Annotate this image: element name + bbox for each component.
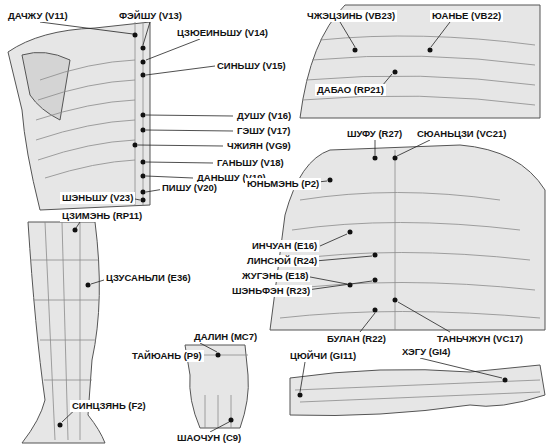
point-label: ДАЧЖУ (V11) (6, 10, 70, 22)
point-label: ЮАНЬЕ (VB22) (430, 10, 503, 22)
point-label: ЧЖИЯН (VG9) (225, 140, 293, 152)
point-label: ДУШУ (V16) (235, 110, 293, 122)
point-label: ЖУГЭНЬ (E18) (240, 270, 310, 282)
point-label: ДАБАО (RP21) (315, 84, 386, 96)
point-label: ГЭШУ (V17) (235, 125, 292, 137)
point-label: ЦЗЮЕИНЬШУ (V14) (175, 27, 270, 39)
point-label: СИНЬШУ (V15) (215, 60, 288, 72)
point-label: ДАЛИН (MC7) (192, 331, 259, 343)
point-label: СИНЦЗЯНЬ (F2) (70, 400, 148, 412)
point-label: БУЛАН (R22) (325, 333, 388, 345)
point-label: ШЭНЬШУ (V23) (60, 192, 135, 204)
point-label: ЧЖЭЦЗИНЬ (VB23) (305, 10, 397, 22)
point-label: ГАНЬШУ (V18) (215, 157, 286, 169)
point-label: ТАЙЮАНЬ (P9) (130, 350, 204, 362)
point-label: ЦЗУСАНЬЛИ (E36) (104, 272, 193, 284)
point-label: ЦЗИМЭНЬ (RP11) (60, 210, 144, 222)
point-label: ШАОЧУН (C9) (175, 432, 243, 444)
point-label: ПИШУ (V20) (160, 182, 219, 194)
point-label: ХЭГУ (GI4) (400, 346, 452, 358)
point-label: ЛИНСЮЙ (R24) (245, 255, 319, 267)
point-label: ШЭНЬФЭН (R23) (230, 285, 312, 297)
point-label: ЮНЬМЭНЬ (P2) (245, 178, 321, 190)
point-label: ЦЮЙЧИ (GI11) (288, 350, 358, 362)
point-label: ФЭЙШУ (V13) (117, 10, 184, 22)
point-label: СЮАНЬЦЗИ (VC21) (415, 128, 508, 140)
point-label: ТАНЬЧЖУН (VC17) (435, 333, 525, 345)
point-label: ИНЧУАН (E16) (250, 240, 319, 252)
point-label: ШУФУ (R27) (345, 128, 404, 140)
